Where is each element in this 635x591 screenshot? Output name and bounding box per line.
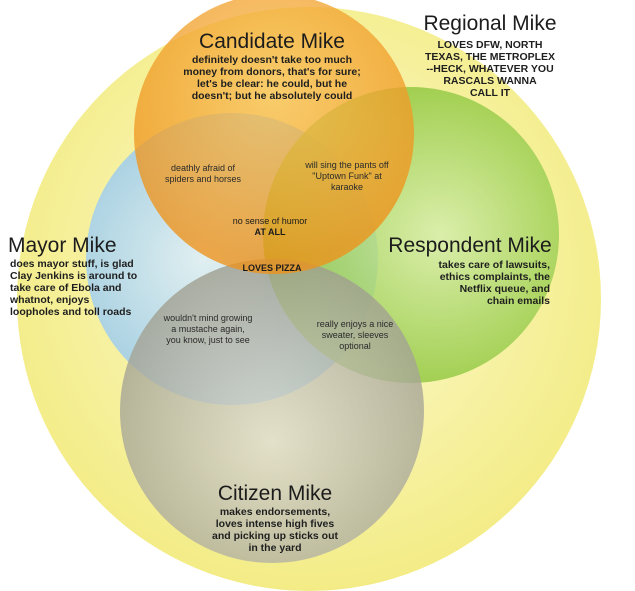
respondent-description: takes care of lawsuits, ethics complaint… — [410, 259, 550, 307]
candidate-line: definitely doesn't take too much — [191, 54, 353, 66]
candidate-description: definitely doesn't take too much money f… — [172, 54, 372, 102]
regional-line: CALL IT — [469, 87, 511, 99]
respondent-line: Netflix queue, and — [459, 283, 550, 295]
candidate-line: money from donors, that's for sure; — [183, 66, 361, 78]
regional-line: LOVES DFW, NORTH — [437, 39, 543, 51]
citizen-line: loves intense high fives — [215, 518, 335, 530]
overlap-line: AT ALL — [254, 227, 286, 237]
overlap-line: optional — [339, 341, 371, 351]
citizen-line: and picking up sticks out — [211, 530, 338, 542]
overlap-line: you know, just to see — [166, 335, 250, 345]
regional-line: TEXAS, THE METROPLEX — [424, 51, 556, 63]
overlap-line: "Uptown Funk" at — [312, 171, 382, 181]
overlap-line: wouldn't mind growing — [163, 313, 253, 323]
candidate-title: Candidate Mike — [199, 30, 345, 53]
mayor-citizen-overlap: wouldn't mind growing a mustache again, … — [148, 313, 268, 346]
mayor-line: Clay Jenkins is around to — [10, 270, 138, 282]
mayor-line: loopholes and toll roads — [10, 306, 132, 318]
overlap-line: a mustache again, — [171, 324, 245, 334]
candidate-mayor-overlap: deathly afraid of spiders and horses — [148, 163, 258, 185]
overlap-line: no sense of humor — [232, 216, 308, 226]
candidate-respondent-overlap: will sing the pants off "Uptown Funk" at… — [292, 160, 402, 193]
overlap-line: karaoke — [330, 182, 364, 192]
mayor-line: whatnot, enjoys — [10, 294, 90, 306]
citizen-title: Citizen Mike — [217, 482, 333, 505]
citizen-description: makes endorsements, loves intense high f… — [190, 506, 360, 554]
respondent-citizen-overlap: really enjoys a nice sweater, sleeves op… — [300, 319, 410, 352]
mayor-line: take care of Ebola and — [10, 282, 122, 294]
respondent-line: chain emails — [486, 295, 550, 307]
candidate-line: doesn't; but he absolutely could — [191, 90, 353, 102]
respondent-line: takes care of lawsuits, — [438, 259, 550, 271]
mayor-title: Mayor Mike — [8, 234, 117, 257]
regional-line: --HECK, WHATEVER YOU — [426, 63, 554, 75]
overlap-line: will sing the pants off — [305, 160, 389, 170]
citizen-line: makes endorsements, — [219, 506, 331, 518]
overlap-line: deathly afraid of — [170, 163, 236, 173]
overlap-line: spiders and horses — [164, 174, 242, 184]
citizen-circle — [120, 259, 424, 563]
respondent-line: ethics complaints, the — [439, 271, 550, 283]
regional-description: LOVES DFW, NORTH TEXAS, THE METROPLEX --… — [405, 39, 575, 99]
regional-title: Regional Mike — [423, 12, 557, 35]
regional-line: RASCALS WANNA — [443, 75, 537, 87]
mayor-line: does mayor stuff, is glad — [10, 258, 134, 270]
respondent-title: Respondent Mike — [388, 234, 552, 257]
mayor-description: does mayor stuff, is glad Clay Jenkins i… — [10, 258, 160, 318]
candidate-line: let's be clear: he could, but he — [196, 78, 348, 90]
candidate-circle — [134, 0, 414, 274]
citizen-line: in the yard — [248, 542, 302, 554]
overlap-line: really enjoys a nice — [316, 319, 394, 329]
center-overlap: no sense of humor AT ALL — [215, 216, 325, 238]
loves-pizza-label: LOVES PIZZA — [242, 263, 302, 273]
overlap-line: sweater, sleeves — [321, 330, 389, 340]
